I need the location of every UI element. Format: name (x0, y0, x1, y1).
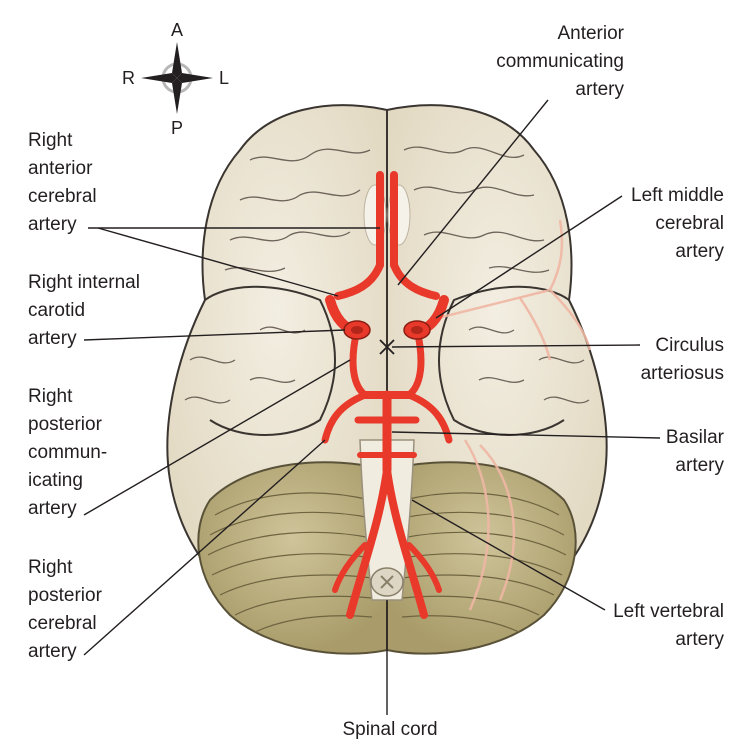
label-right-posterior-cerebral-artery: Right posterior cerebral artery (28, 557, 102, 662)
label-spinal-cord: Spinal cord (342, 719, 438, 740)
label-right-internal-carotid-artery: Right internal carotid artery (28, 272, 140, 349)
left-mca-branches (429, 219, 592, 611)
compass-l-label: L (219, 68, 230, 88)
compass-rose-icon (141, 42, 213, 114)
compass-r-label: R (122, 68, 135, 88)
carotid-ends (343, 320, 431, 340)
label-right-posterior-communicating-artery: Right posterior commun- icating artery (28, 386, 108, 519)
label-basilar-artery: Basilar artery (665, 427, 724, 476)
label-left-middle-cerebral-artery: Left middle cerebral artery (631, 185, 724, 262)
label-circulus-arteriosus: Circulus arteriosus (640, 335, 724, 384)
compass-a-label: A (171, 20, 184, 40)
leader-lines (83, 99, 661, 715)
brainstem (359, 439, 415, 601)
label-anterior-communicating-artery: Anterior communicating artery (496, 23, 624, 100)
cerebellum (197, 461, 577, 655)
label-right-anterior-cerebral-artery: Right anterior cerebral artery (28, 130, 97, 235)
compass-p-label: P (171, 118, 184, 138)
label-left-vertebral-artery: Left vertebral artery (613, 601, 724, 650)
circulus-marker-icon (379, 339, 395, 355)
